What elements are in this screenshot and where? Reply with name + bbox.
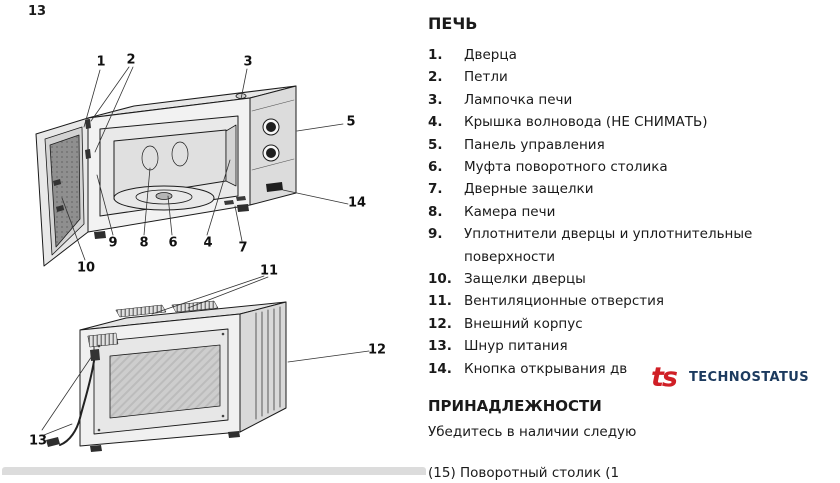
part-label: Петли [464,69,508,86]
door-open-button [266,182,283,192]
parts-list-section: ПЕЧЬ 1. Дверца 2. Петли 3. Лампочка печи… [428,14,832,483]
clipped-next-section-edge [2,467,426,475]
section-title-oven: ПЕЧЬ [428,14,478,33]
part-list-item: 13. Шнур питания [428,335,832,357]
door-latch [56,205,65,212]
hinge [85,149,91,159]
part-list-item: 3. Лампочка печи [428,89,832,111]
part-label: Панель управления [464,136,605,153]
part-list-item: 9. Уплотнители дверцы и уплотнительные п… [428,223,832,268]
callout-1: 1 [96,54,106,70]
svg-text:ts: ts [651,362,678,392]
part-label: Шнур питания [464,338,568,355]
part-list-item: 5. Панель управления [428,134,832,156]
part-list-item: 2. Петли [428,66,832,88]
vent-slots [115,304,167,318]
part-number: 6. [428,159,443,176]
part-list-item: 7. Дверные защелки [428,178,832,200]
part-list-item: 8. Камера печи [428,201,832,223]
callout-11: 11 [259,263,279,279]
vent-slots [87,332,119,348]
callout-5: 5 [346,114,356,130]
callout-9: 9 [108,235,118,251]
hinge [85,119,91,129]
part-label: Муфта поворотного столика [464,159,668,176]
part-list-item: 14. Кнопка открывания дв [428,358,832,380]
oven-diagrams [35,66,370,452]
part-label: Лампочка печи [464,91,573,108]
door-latch [53,179,62,186]
callout-lines [41,66,370,436]
callout-7: 7 [238,240,248,256]
part-label: Крышка волновода (НЕ СНИМАТЬ) [464,114,708,131]
part-number: 1. [428,47,443,63]
callout-10: 10 [76,260,96,276]
part-list-item: 1. Дверца [428,44,832,66]
part-label: Защелки дверцы [464,271,586,288]
part-label: Кнопка открывания дв [464,360,628,377]
waveguide-cover [225,124,237,187]
part-number: 2. [428,69,443,86]
part-list-item: 12. Внешний корпус [428,313,832,335]
rear-oven-illustration [46,300,287,452]
part-number: 7. [428,181,443,198]
part-number: 5. [428,136,443,153]
callout-13: 13 [28,433,48,449]
technostatus-logo-icon: ts [651,362,680,392]
part-number: 14. [428,360,452,377]
part-number: 3. [428,91,443,108]
part-list-item: 6. Муфта поворотного столика [428,156,832,178]
power-plug [46,437,60,447]
technostatus-watermark: ts TECHNOSTATUS [648,352,840,475]
part-list-item: 11. Вентиляционные отверстия [428,290,832,312]
callout-12: 12 [367,342,387,358]
part-number: 13. [428,338,452,355]
part-number: 11. [428,293,452,310]
part-label: Вентиляционные отверстия [464,293,665,310]
part-label: Дверца [464,47,517,63]
door-window [49,134,81,248]
callout-14: 14 [347,195,367,211]
accessories-intro-text: Убедитесь в наличии следую [428,424,637,441]
open-oven-illustration [35,85,297,267]
technostatus-logo-text: TECHNOSTATUS [689,369,809,385]
part-number: 9. [428,226,443,243]
part-list-item: 10. Защелки дверцы [428,268,832,290]
part-list-item: 4. Крышка волновода (НЕ СНИМАТЬ) [428,111,832,133]
page-number: 13 [28,4,47,19]
technostatus-logo: ts TECHNOSTATUS [648,352,840,392]
section-title-accessories: ПРИНАДЛЕЖНОСТИ [428,397,602,416]
part-label: Дверные защелки [464,181,594,198]
part-number: 12. [428,315,452,332]
vent-slots [171,300,219,313]
callout-8: 8 [139,235,149,251]
callout-2: 2 [126,52,136,68]
turntable-coupling [155,192,173,200]
part-label: Уплотнители дверцы и уплотнительные пове… [464,226,753,265]
part-label: Внешний корпус [464,315,583,332]
part-number: 4. [428,114,443,131]
part-number: 8. [428,203,443,220]
part-number: 10. [428,271,452,288]
callout-4: 4 [203,235,213,251]
oven-diagram-area: 1 2 3 4 5 6 7 8 9 10 11 12 13 14 [28,52,387,452]
cord-anchor [90,349,100,361]
power-cord [59,360,95,446]
callout-3: 3 [243,54,253,70]
part-label: Камера печи [464,203,556,220]
callout-6: 6 [168,235,178,251]
